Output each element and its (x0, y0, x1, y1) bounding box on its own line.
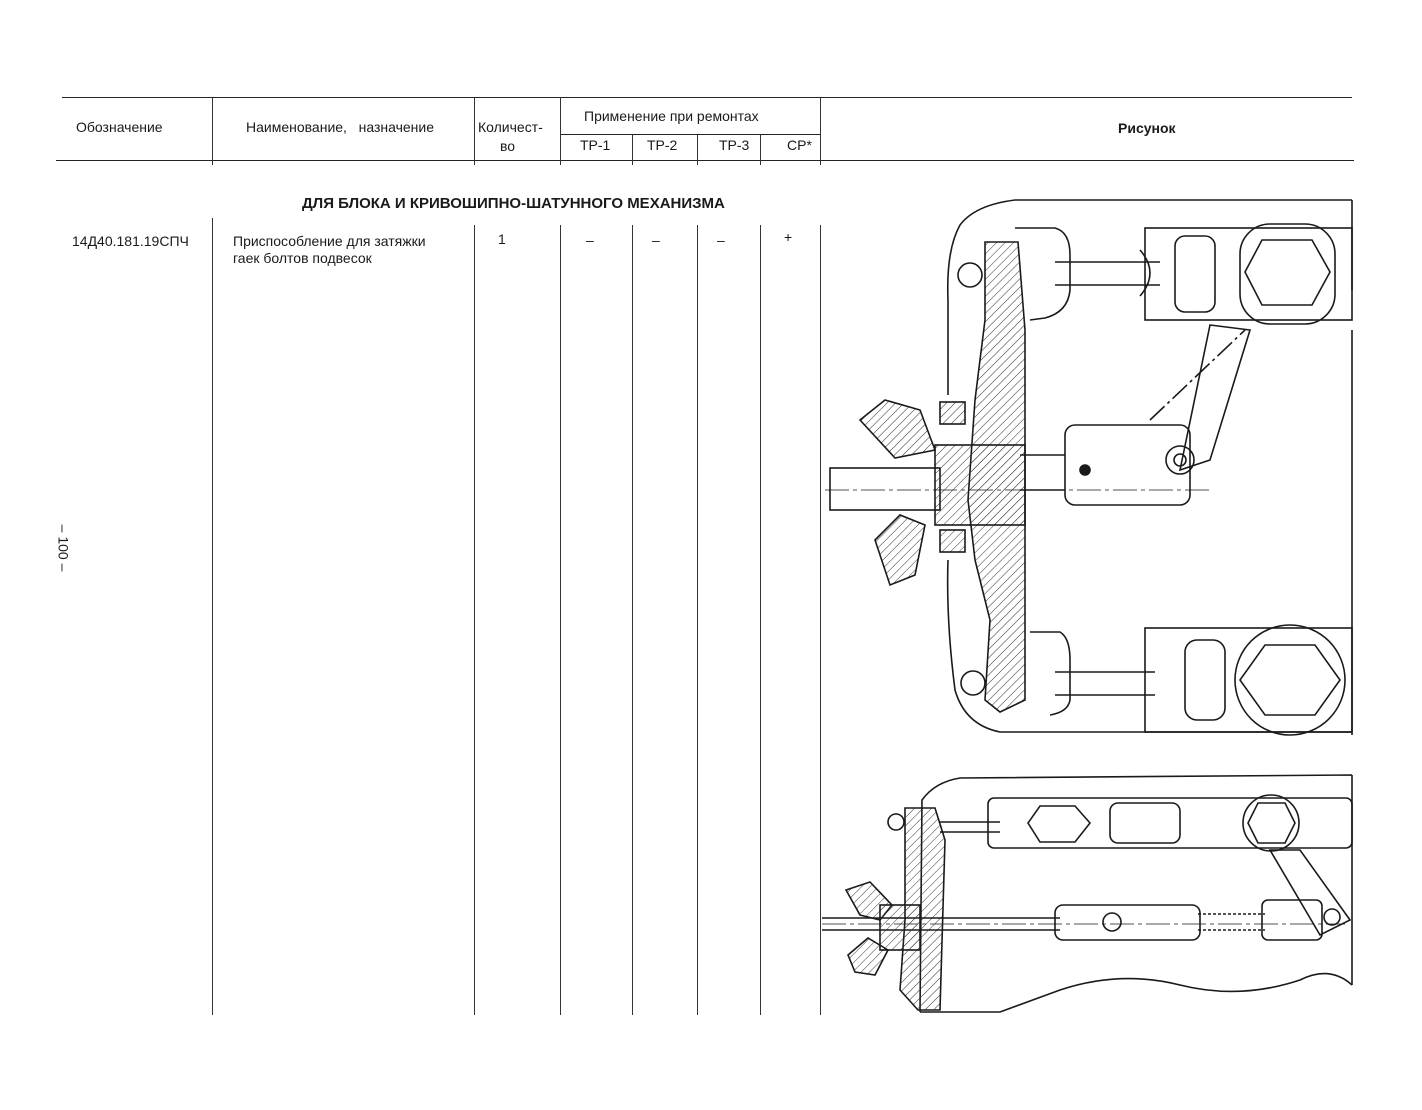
row-designation: 14Д40.181.19СПЧ (72, 233, 189, 249)
upper-drawing (825, 199, 1353, 736)
header-sep-5 (697, 134, 698, 165)
body-sep-5 (697, 225, 698, 1015)
header-bottom-rule (56, 160, 1354, 161)
body-sep-3 (560, 225, 561, 1015)
col-designation-header: Обозначение (76, 119, 163, 135)
header-sep-6 (760, 134, 761, 165)
body-sep-1 (212, 218, 213, 1015)
header-sep-1 (212, 97, 213, 165)
col-tr2-header: ТР-2 (647, 137, 678, 153)
col-figure-header: Рисунок (1118, 120, 1176, 136)
row-name-line1: Приспособление для затяжки (233, 233, 426, 249)
row-tr2: – (652, 232, 660, 248)
header-sep-7 (820, 97, 821, 165)
col-application-header: Применение при ремонтах (584, 108, 759, 124)
section-title: ДЛЯ БЛОКА И КРИВОШИПНО-ШАТУННОГО МЕХАНИЗ… (302, 195, 725, 212)
table-top-rule (62, 97, 1352, 98)
col-qty-header-line1: Количест- (478, 119, 543, 135)
col-tr1-header: ТР-1 (580, 137, 611, 153)
application-subrule (560, 134, 820, 135)
body-sep-4 (632, 225, 633, 1015)
col-name-header: Наименование, назначение (246, 119, 435, 135)
row-qty: 1 (498, 231, 506, 247)
header-sep-2 (474, 97, 475, 165)
col-tr3-header: ТР-3 (719, 137, 750, 153)
row-tr1: – (586, 232, 594, 248)
body-sep-7 (820, 225, 821, 1015)
body-sep-2 (474, 225, 475, 1015)
row-name-line2: гаек болтов подвесок (233, 250, 372, 266)
row-sr: + (784, 229, 793, 245)
row-tr3: – (717, 232, 725, 248)
col-qty-header-line2: во (500, 138, 516, 154)
lower-drawing (822, 774, 1353, 1013)
header-sep-3 (560, 97, 561, 165)
col-sr-header: СР* (787, 137, 812, 153)
header-sep-4 (632, 134, 633, 165)
body-sep-6 (760, 225, 761, 1015)
